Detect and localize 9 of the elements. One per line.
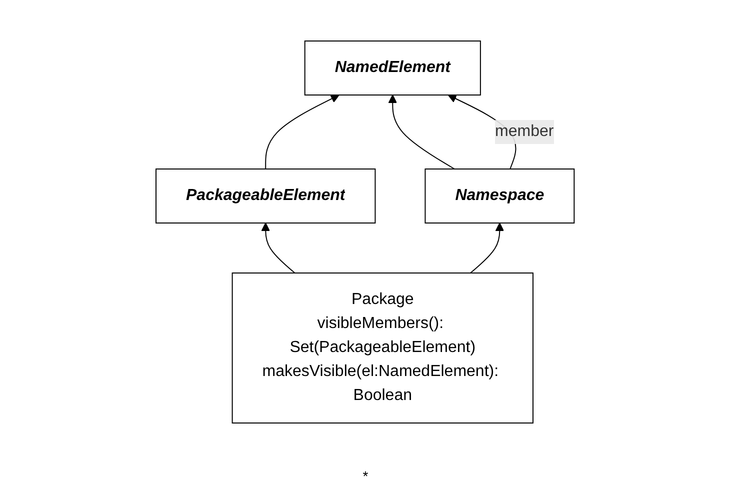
node-box: Namespace [425, 168, 576, 224]
arrow [262, 222, 296, 274]
node-box: PackageableElement [156, 168, 376, 224]
edge-label: member [495, 123, 554, 140]
arrow [266, 94, 340, 170]
arrow [470, 222, 504, 274]
arrow [388, 94, 456, 170]
multiplicity-label: * [362, 468, 368, 484]
node-box: Package visibleMembers(): Set(PackageableElement) makesVisible(el:NamedElement): Boolean [232, 272, 534, 424]
